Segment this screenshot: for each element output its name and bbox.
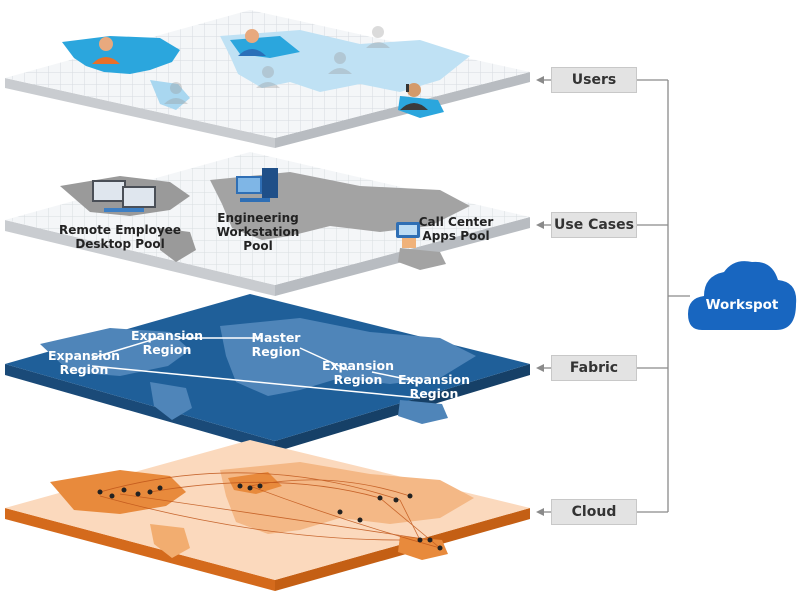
tablet-icon: [396, 222, 420, 248]
use-cases-map-south-america: [160, 228, 196, 262]
users-label-text: Users: [571, 72, 617, 88]
layer-label-cloud: Cloud: [551, 499, 637, 525]
user-avatar-3: [164, 82, 188, 104]
fabric-expansion-3-line2: Region: [334, 372, 383, 387]
remote-pool-label-1: Remote Employee: [59, 223, 181, 237]
fabric-expansion-1-line2: Region: [60, 362, 109, 377]
users-map-south-america: [150, 80, 190, 110]
callcenter-label-1: Call Center: [419, 215, 494, 229]
user-avatar-7: [400, 83, 428, 110]
cloud-layer: [5, 440, 530, 591]
fabric-map-australia: [398, 400, 448, 424]
use-cases-plate-side: [5, 220, 275, 296]
fabric-expansion-3-line1: Expansion: [322, 358, 394, 373]
use-cases-map-australia: [398, 248, 446, 270]
fabric-expansion-4-line2: Region: [410, 386, 459, 401]
layer-label-use-cases: Use Cases: [551, 212, 637, 238]
use-cases-label-text: Use Cases: [554, 217, 634, 233]
fabric-connections: [91, 337, 421, 399]
workspot-cloud-logo: Workspot: [688, 261, 797, 330]
fabric-expansion-1-line1: Expansion: [48, 348, 120, 363]
user-avatar-2: [238, 29, 266, 56]
users-map-americas: [62, 36, 180, 74]
user-avatar-6: [366, 26, 390, 48]
layer-label-users: Users: [551, 67, 637, 93]
workstation-icon: [236, 168, 278, 202]
fabric-label-text: Fabric: [569, 360, 619, 376]
fabric-expansion-2-line2: Region: [143, 342, 192, 357]
fabric-map-south-america: [150, 382, 192, 420]
cloud-map-australia: [398, 536, 448, 560]
fabric-master-line1: Master: [252, 330, 302, 345]
fabric-layer: Expansion Region Expansion Region Master…: [5, 294, 530, 452]
callcenter-label-2: Apps Pool: [422, 229, 489, 243]
fabric-expansion-4-line1: Expansion: [398, 372, 470, 387]
cloud-map-south-america: [150, 524, 190, 558]
user-avatar-4: [256, 66, 280, 88]
layer-label-fabric: Fabric: [551, 355, 637, 381]
dual-monitor-icon: [92, 180, 156, 212]
engineering-label-2: Workstation: [217, 225, 300, 239]
engineering-label-3: Pool: [243, 239, 272, 253]
fabric-plate-side: [5, 364, 275, 452]
remote-pool-label-2: Desktop Pool: [75, 237, 164, 251]
cloud-datacenter-nodes: [97, 483, 443, 551]
workspot-brand-name: Workspot: [706, 297, 779, 313]
fabric-master-line2: Region: [252, 344, 301, 359]
cloud-map-eurasia: [220, 462, 474, 534]
fabric-expansion-2-line1: Expansion: [131, 328, 203, 343]
user-avatar-1: [92, 37, 120, 64]
cloud-map-europe-hl: [228, 472, 282, 494]
users-plate-side: [5, 78, 275, 148]
cloud-map-americas: [50, 470, 186, 514]
use-cases-layer: Remote Employee Desktop Pool Engineering…: [5, 152, 530, 296]
users-layer: [5, 10, 530, 148]
engineering-label-1: Engineering: [217, 211, 298, 225]
fabric-map-eurasia: [220, 318, 476, 396]
connector-lines: [536, 76, 690, 516]
cloud-label-text: Cloud: [571, 504, 617, 520]
cloud-plate-side: [5, 508, 275, 591]
user-avatar-5: [328, 52, 352, 74]
workspot-cloud-shape: [688, 261, 797, 330]
